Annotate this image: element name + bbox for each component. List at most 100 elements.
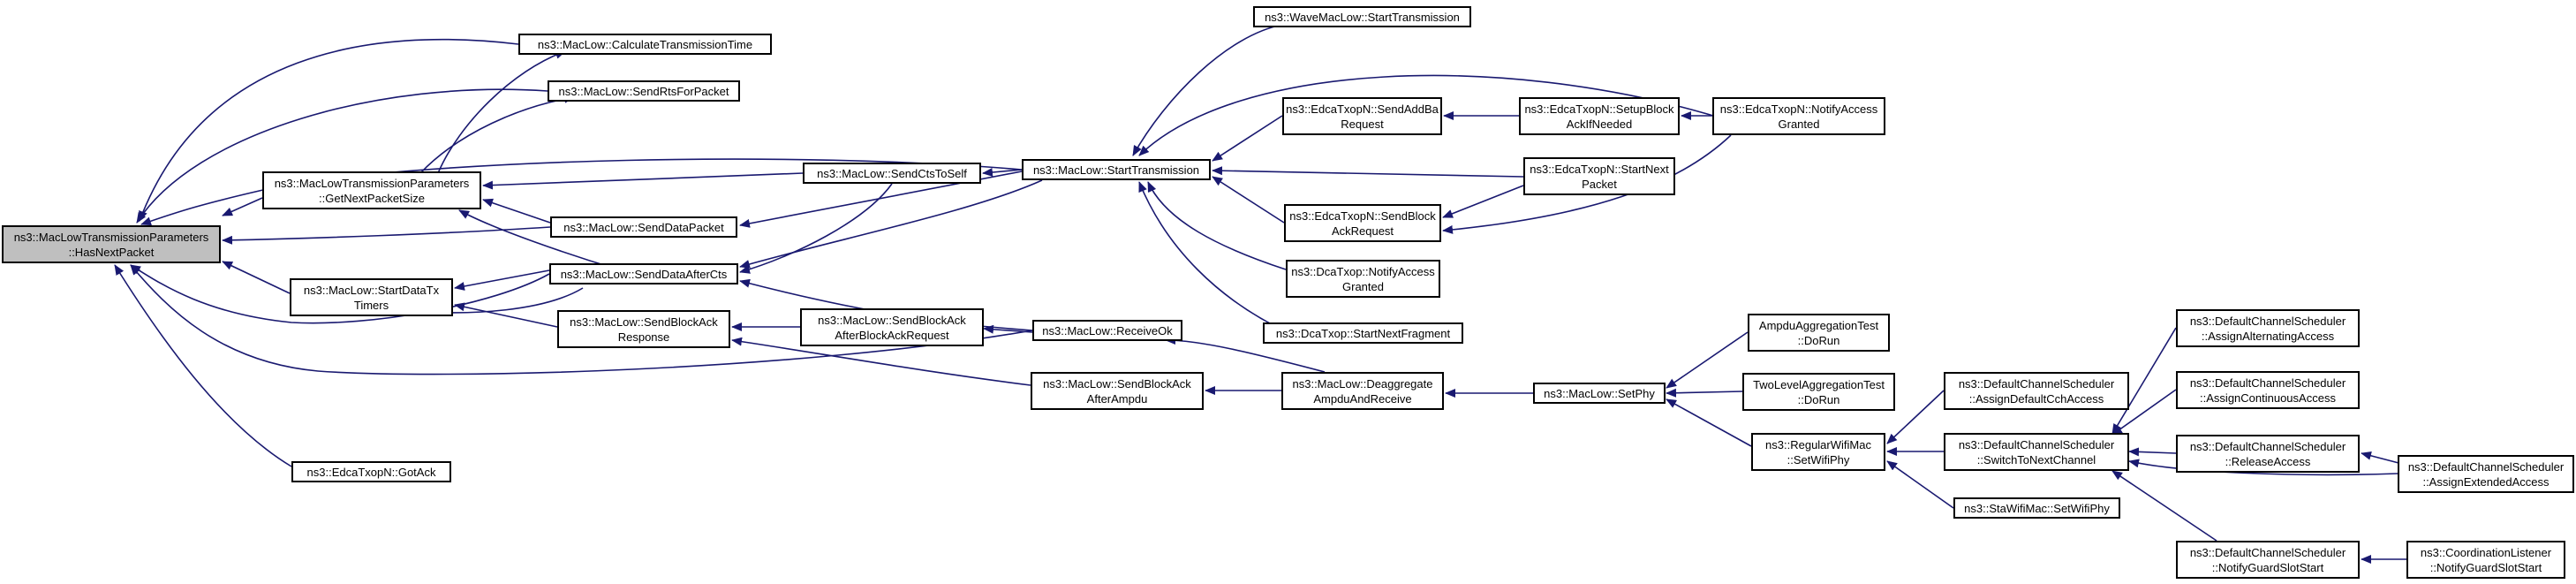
- node-assign-continuous-access[interactable]: ns3::DefaultChannelScheduler ::AssignCon…: [2176, 371, 2360, 409]
- node-label: ns3::MacLow::SendDataAfterCts: [560, 267, 728, 281]
- node-label: ns3::DefaultChannelScheduler: [1958, 376, 2115, 391]
- node-send-block-ack-request[interactable]: ns3::EdcaTxopN::SendBlock AckRequest: [1284, 204, 1441, 242]
- node-send-addba-request[interactable]: ns3::EdcaTxopN::SendAddBa Request: [1282, 97, 1442, 135]
- call-edge-1: [136, 88, 548, 224]
- call-edge-50: [2111, 470, 2217, 542]
- node-send-block-ack-response[interactable]: ns3::MacLow::SendBlockAck Response: [557, 310, 730, 348]
- node-sta-wifi-mac-set-wifi-phy[interactable]: ns3::StaWifiMac::SetWifiPhy: [1953, 497, 2120, 519]
- node-ampdu-aggregation-test[interactable]: AmpduAggregationTest ::DoRun: [1748, 314, 1890, 352]
- node-notify-guard-slot-start[interactable]: ns3::DefaultChannelScheduler ::NotifyGua…: [2176, 541, 2360, 579]
- node-label: ns3::MacLow::StartTransmission: [1032, 163, 1200, 177]
- node-edca-start-next-packet[interactable]: ns3::EdcaTxopN::StartNext Packet: [1523, 157, 1675, 195]
- call-edge-27: [1138, 181, 1290, 334]
- call-edge-2: [222, 197, 263, 216]
- node-label: ::DoRun: [1797, 333, 1840, 347]
- node-label: ns3::EdcaTxopN::GotAck: [306, 465, 436, 479]
- node-wave-start-transmission[interactable]: ns3::WaveMacLow::StartTransmission: [1253, 6, 1471, 27]
- node-receive-ok[interactable]: ns3::MacLow::ReceiveOk: [1032, 320, 1182, 341]
- node-coordination-listener-guard-slot[interactable]: ns3::CoordinationListener ::NotifyGuardS…: [2406, 541, 2565, 579]
- call-edge-6: [130, 264, 1033, 375]
- node-label: Request: [1341, 117, 1384, 131]
- node-assign-alternating-access[interactable]: ns3::DefaultChannelScheduler ::AssignAlt…: [2176, 309, 2360, 347]
- node-send-rts-for-packet[interactable]: ns3::MacLow::SendRtsForPacket: [548, 80, 740, 102]
- node-assign-default-cch-access[interactable]: ns3::DefaultChannelScheduler ::AssignDef…: [1944, 372, 2129, 410]
- node-dca-start-next-fragment[interactable]: ns3::DcaTxop::StartNextFragment: [1263, 322, 1463, 344]
- node-label: ::GetNextPacketSize: [319, 191, 425, 205]
- call-edge-8: [140, 158, 1023, 226]
- call-edge-5: [130, 264, 550, 324]
- node-label: ns3::EdcaTxopN::SetupBlock: [1524, 102, 1674, 116]
- node-label: Granted: [1778, 117, 1820, 131]
- call-edge-23: [1138, 74, 1714, 156]
- call-edge-21: [1132, 24, 1283, 156]
- node-label: ns3::EdcaTxopN::NotifyAccess: [1719, 102, 1878, 116]
- node-assign-extended-access[interactable]: ns3::DefaultChannelScheduler ::AssignExt…: [2398, 455, 2574, 493]
- call-edge-37: [1442, 185, 1524, 218]
- call-edge-36: [1442, 134, 1732, 234]
- node-regular-wifi-mac-set-wifi-phy[interactable]: ns3::RegularWifiMac ::SetWifiPhy: [1751, 433, 1885, 471]
- node-label: ns3::MacLow::ReceiveOk: [1042, 323, 1173, 338]
- node-label: ns3::MacLowTransmissionParameters: [13, 230, 209, 244]
- call-edge-20: [739, 183, 893, 274]
- node-label: ns3::MacLow::CalculateTransmissionTime: [537, 37, 753, 51]
- node-calculate-transmission-time[interactable]: ns3::MacLow::CalculateTransmissionTime: [518, 34, 772, 55]
- node-deaggregate-ampdu-and-receive[interactable]: ns3::MacLow::Deaggregate AmpduAndReceive: [1281, 372, 1444, 410]
- node-edca-notify-access-granted[interactable]: ns3::EdcaTxopN::NotifyAccess Granted: [1712, 97, 1885, 135]
- call-edge-31: [731, 337, 1031, 386]
- node-label: ns3::EdcaTxopN::SendAddBa: [1286, 102, 1439, 116]
- node-label: AfterBlockAckRequest: [835, 328, 949, 342]
- node-send-cts-to-self[interactable]: ns3::MacLow::SendCtsToSelf: [803, 163, 981, 184]
- node-label: ns3::DefaultChannelScheduler: [2189, 439, 2346, 453]
- node-label: ns3::MacLow::SendBlockAck: [570, 315, 718, 329]
- node-label: ns3::MacLow::StartDataTx: [303, 283, 440, 297]
- call-edge-25: [1212, 176, 1285, 224]
- node-setup-block-ack-if-needed[interactable]: ns3::EdcaTxopN::SetupBlock AckIfNeeded: [1519, 97, 1680, 135]
- node-label: ns3::MacLow::SendBlockAck: [1043, 376, 1191, 391]
- call-edge-26: [1147, 181, 1287, 270]
- node-label: ns3::MacLow::SetPhy: [1544, 386, 1655, 400]
- call-edge-33: [1165, 336, 1326, 373]
- node-hasnextpacket: ns3::MacLowTransmissionParameters ::HasN…: [2, 225, 221, 263]
- node-label: ns3::DefaultChannelScheduler: [2189, 314, 2346, 328]
- node-edca-got-ack[interactable]: ns3::EdcaTxopN::GotAck: [291, 461, 451, 482]
- node-label: ::NotifyGuardSlotStart: [2429, 560, 2542, 574]
- node-maclow-set-phy[interactable]: ns3::MacLow::SetPhy: [1533, 383, 1666, 404]
- node-start-data-tx-timers[interactable]: ns3::MacLow::StartDataTx Timers: [290, 278, 453, 316]
- call-edge-29: [983, 324, 1033, 334]
- node-label: AckRequest: [1331, 224, 1394, 238]
- node-label: ns3::DefaultChannelScheduler: [2407, 459, 2565, 474]
- node-label: AmpduAggregationTest: [1758, 318, 1879, 332]
- node-label: TwoLevelAggregationTest: [1753, 377, 1885, 391]
- node-label: ::AssignExtendedAccess: [2422, 474, 2550, 489]
- node-label: ::HasNextPacket: [68, 245, 155, 259]
- node-switch-to-next-channel[interactable]: ns3::DefaultChannelScheduler ::SwitchToN…: [1944, 433, 2129, 471]
- call-edge-44: [1886, 460, 1954, 509]
- node-release-access[interactable]: ns3::DefaultChannelScheduler ::ReleaseAc…: [2176, 435, 2360, 473]
- call-edge-47: [2128, 447, 2177, 457]
- node-send-data-after-cts[interactable]: ns3::MacLow::SendDataAfterCts: [549, 263, 738, 284]
- call-edge-0: [139, 38, 519, 222]
- node-label: ::AssignAlternatingAccess: [2201, 329, 2335, 343]
- node-start-transmission[interactable]: ns3::MacLow::StartTransmission: [1022, 159, 1211, 180]
- call-edge-49: [2361, 451, 2403, 465]
- node-send-block-ack-after-request[interactable]: ns3::MacLow::SendBlockAck AfterBlockAckR…: [800, 308, 984, 346]
- call-edge-19: [739, 179, 1043, 269]
- node-send-block-ack-after-ampdu[interactable]: ns3::MacLow::SendBlockAck AfterAmpdu: [1031, 372, 1204, 410]
- node-label: Granted: [1342, 279, 1384, 293]
- node-label: ::ReleaseAccess: [2225, 454, 2311, 468]
- node-dca-notify-access-granted[interactable]: ns3::DcaTxop::NotifyAccess Granted: [1286, 260, 1440, 298]
- call-edge-22: [1212, 115, 1283, 162]
- node-label: Response: [617, 330, 670, 344]
- node-two-level-aggregation-test[interactable]: TwoLevelAggregationTest ::DoRun: [1742, 373, 1895, 411]
- call-edge-41: [1666, 398, 1752, 447]
- node-send-data-packet[interactable]: ns3::MacLow::SendDataPacket: [550, 216, 737, 238]
- node-label: ns3::MacLow::SendCtsToSelf: [817, 166, 967, 180]
- node-get-next-packet-size[interactable]: ns3::MacLowTransmissionParameters ::GetN…: [262, 171, 481, 209]
- node-label: ns3::MacLow::SendBlockAck: [818, 313, 966, 327]
- call-edge-14: [454, 269, 550, 291]
- call-edge-17: [982, 168, 1023, 177]
- node-label: ns3::MacLow::Deaggregate: [1292, 376, 1433, 391]
- call-edge-48: [2128, 459, 2398, 476]
